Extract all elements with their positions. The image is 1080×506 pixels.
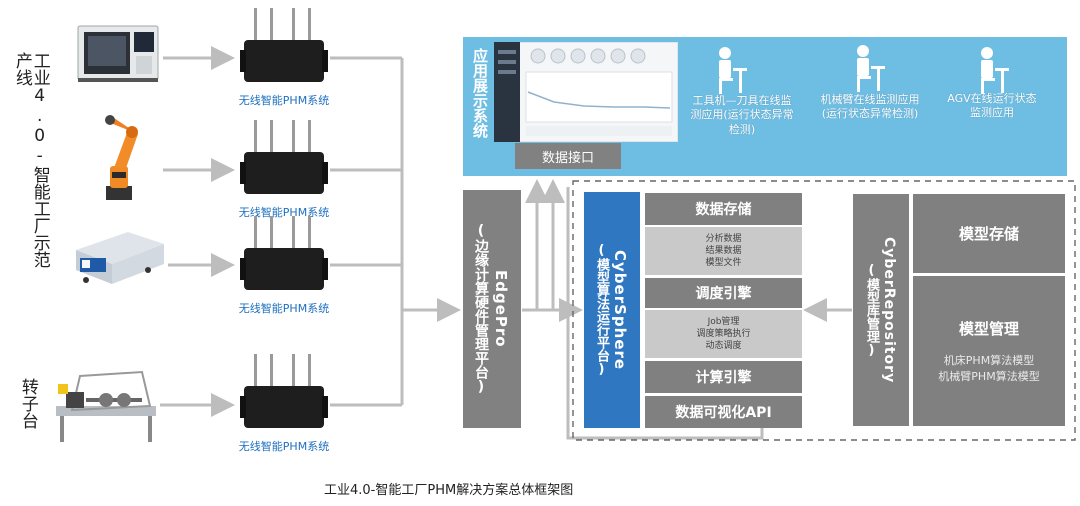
model-storage-box: 模型存储	[913, 194, 1065, 273]
device-caption: 无线智能PHM系统	[238, 440, 330, 453]
cyberrepository-box: CyberRepository (模型库管理)	[853, 194, 909, 426]
phm-device-3: 无线智能PHM系统	[236, 214, 332, 315]
cnc-machine-image	[77, 25, 159, 82]
storage-item: 模型文件	[705, 258, 742, 269]
phm-device-4: 无线智能PHM系统	[236, 352, 332, 453]
cyberrepository-name: CyberRepository	[881, 236, 897, 384]
storage-item: 结果数据	[705, 245, 742, 256]
model-item: 机床PHM算法模型	[943, 353, 1035, 367]
app-panel-title: 应用展示系统	[471, 48, 489, 138]
wireless-device-icon	[240, 354, 328, 428]
rotor-bench-label: 转子台	[17, 378, 38, 429]
wireless-device-icon	[240, 216, 328, 290]
engineer-icon	[857, 45, 885, 92]
device-caption: 无线智能PHM系统	[238, 206, 330, 219]
phm-device-1: 无线智能PHM系统	[236, 6, 332, 107]
figure-caption: 工业4.0-智能工厂PHM解决方案总体框架图	[324, 483, 574, 498]
scheduler-items-box: Job管理 调度策略执行 动态调度	[645, 310, 802, 358]
device-caption: 无线智能PHM系统	[238, 94, 330, 107]
cybersphere-subtitle: (模型算法运行平台)	[594, 243, 609, 377]
cyberrepository-subtitle: (模型库管理)	[864, 262, 879, 358]
scheduler-box: 调度引擎	[645, 278, 802, 308]
model-management-box: 模型管理 机床PHM算法模型 机械臂PHM算法模型	[913, 276, 1065, 426]
app-label-agv-monitor: AGV在线运行状态监测应用	[947, 92, 1037, 120]
wireless-device-icon	[240, 8, 328, 82]
scheduler-item: Job管理	[707, 316, 740, 327]
engineer-icon	[981, 47, 1009, 94]
cybersphere-name: CyberSphere	[611, 249, 629, 371]
rotor-test-rig-image	[56, 370, 156, 442]
storage-item: 分析数据	[705, 233, 742, 244]
cybersphere-box: CyberSphere (模型算法运行平台)	[584, 192, 640, 428]
device-caption: 无线智能PHM系统	[238, 302, 330, 315]
scheduler-item: 调度策略执行	[696, 328, 751, 339]
edgepro-box: EdgePro (边缘计算硬件管理平台)	[463, 190, 521, 428]
model-item: 机械臂PHM算法模型	[938, 369, 1040, 383]
engineer-icon	[719, 47, 747, 94]
agv-image	[76, 232, 164, 284]
model-management-title: 模型管理	[958, 319, 1019, 338]
data-interface-box: 数据接口	[515, 143, 621, 169]
scheduler-item: 动态调度	[705, 341, 742, 352]
robot-arm-image	[105, 115, 138, 200]
edgepro-name: EdgePro	[492, 270, 510, 348]
production-line-label: 工业4.0-智能工厂示范产线	[11, 52, 50, 268]
storage-items-box: 分析数据 结果数据 模型文件	[645, 227, 802, 275]
wireless-device-icon	[240, 120, 328, 194]
app-label-tool-monitor: 工具机—刀具在线监测应用(运行状态异常检测)	[690, 94, 794, 136]
data-storage-box: 数据存储	[645, 193, 802, 225]
viz-api-box: 数据可视化API	[645, 396, 802, 428]
phm-device-2: 无线智能PHM系统	[236, 118, 332, 219]
compute-engine-box: 计算引擎	[645, 361, 802, 393]
app-label-arm-monitor: 机械臂在线监测应用(运行状态异常检测)	[820, 93, 920, 121]
edgepro-subtitle: (边缘计算硬件管理平台)	[473, 223, 489, 395]
dashboard-screenshot	[494, 42, 678, 142]
